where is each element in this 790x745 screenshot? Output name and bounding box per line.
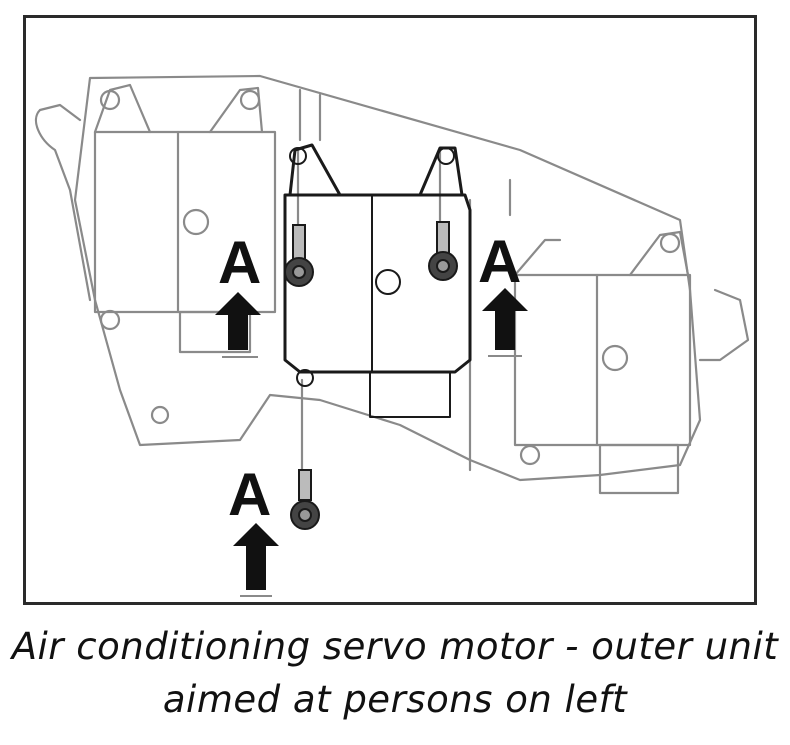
arrow-middle bbox=[482, 288, 528, 350]
servo-unit-left bbox=[93, 83, 277, 425]
housing-rib bbox=[298, 88, 512, 472]
screw-bottom bbox=[290, 469, 320, 530]
arrow-left bbox=[215, 292, 261, 350]
servo-unit-right bbox=[513, 230, 692, 495]
label-a-left: A bbox=[218, 229, 261, 296]
caption-line-1: Air conditioning servo motor - outer uni… bbox=[11, 625, 779, 668]
arrow-bottom bbox=[233, 523, 279, 590]
label-a-middle: A bbox=[478, 228, 521, 295]
servo-motor-diagram: A A A bbox=[34, 74, 750, 597]
left-bracket bbox=[34, 103, 92, 302]
caption-line-2: aimed at persons on left bbox=[162, 678, 628, 721]
figure-caption: Air conditioning servo motor - outer uni… bbox=[0, 620, 790, 726]
housing-outline bbox=[73, 74, 702, 482]
label-a-bottom: A bbox=[228, 461, 271, 528]
servo-unit-highlighted bbox=[283, 143, 472, 418]
screw-top-right bbox=[428, 221, 458, 281]
screw-top-left bbox=[284, 224, 314, 287]
right-bracket bbox=[698, 288, 750, 362]
